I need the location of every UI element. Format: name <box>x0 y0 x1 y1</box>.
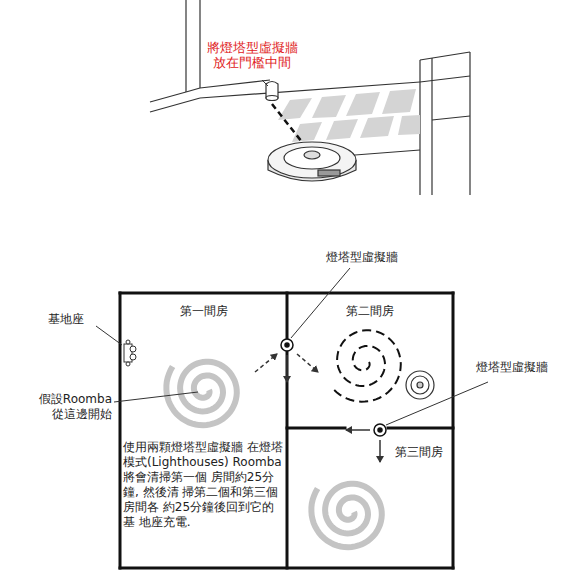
spiral-path <box>331 330 401 402</box>
leader-line <box>262 80 268 86</box>
doorway-illustration <box>150 0 470 195</box>
room-title: 第二間房 <box>289 303 451 320</box>
description-note: 使用兩顆燈塔型虛擬牆 在燈塔模式(Lighthouses) Roomba 將會清… <box>123 440 283 530</box>
lighthouse-symbol <box>281 339 386 436</box>
light-beam <box>278 89 420 142</box>
callout-label: 基地座 <box>48 312 108 327</box>
room-walls <box>120 293 453 568</box>
lighthouse-device <box>266 82 278 101</box>
callout-label: 燈塔型虛擬牆 <box>326 250 416 265</box>
callout-label: 假設Roomba 從這邊開始 <box>30 392 112 422</box>
callout-label: 燈塔型虛擬牆 <box>476 360 566 375</box>
roomba-symbol <box>406 371 434 399</box>
callout-note: 將燈塔型虛擬牆 放在門檻中間 <box>200 40 304 70</box>
beam-dashed-line <box>272 104 302 142</box>
spiral-path <box>166 362 236 426</box>
roomba-robot <box>268 142 356 181</box>
room-area: 第三間房 <box>289 430 451 566</box>
room-title: 第一間房 <box>122 303 285 320</box>
spiral-path <box>311 484 381 548</box>
room-area: 第二間房 <box>289 295 451 426</box>
cleaning-path <box>166 330 400 547</box>
base-station <box>124 340 136 366</box>
room-title: 第三間房 <box>289 444 443 461</box>
leader-lines <box>96 268 488 425</box>
